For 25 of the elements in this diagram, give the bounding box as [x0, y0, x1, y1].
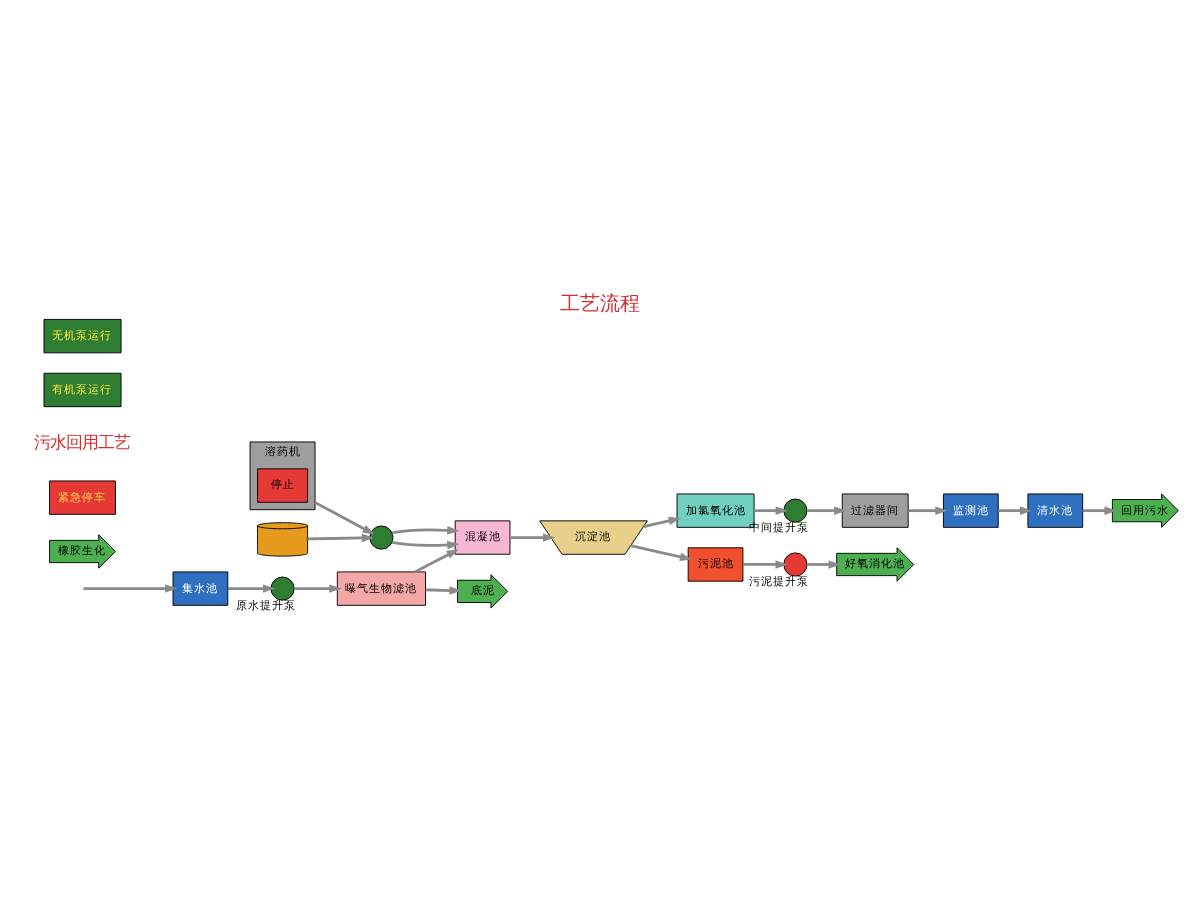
arrow [643, 515, 681, 527]
arrow [1082, 505, 1117, 514]
arrow [754, 505, 788, 514]
label: 污水回用工艺 [34, 430, 131, 451]
arrow [294, 583, 342, 592]
arrow [228, 583, 276, 592]
node-circle [783, 497, 808, 522]
arrow [392, 525, 460, 534]
node-circle [369, 524, 394, 549]
arrow [908, 505, 948, 514]
arrow [314, 500, 375, 534]
arrow [630, 543, 692, 560]
arrow [83, 583, 178, 592]
arrow [425, 585, 462, 594]
arrow [414, 548, 459, 573]
arrow [998, 505, 1033, 514]
node-circle [270, 575, 295, 600]
node-circle [783, 551, 808, 576]
arrow [807, 505, 847, 514]
arrow [307, 532, 374, 542]
arrow [743, 559, 788, 568]
arrow [510, 532, 556, 541]
diagram-title: 工艺流程 [560, 292, 640, 315]
arrow [807, 559, 841, 568]
arrow [392, 539, 460, 549]
